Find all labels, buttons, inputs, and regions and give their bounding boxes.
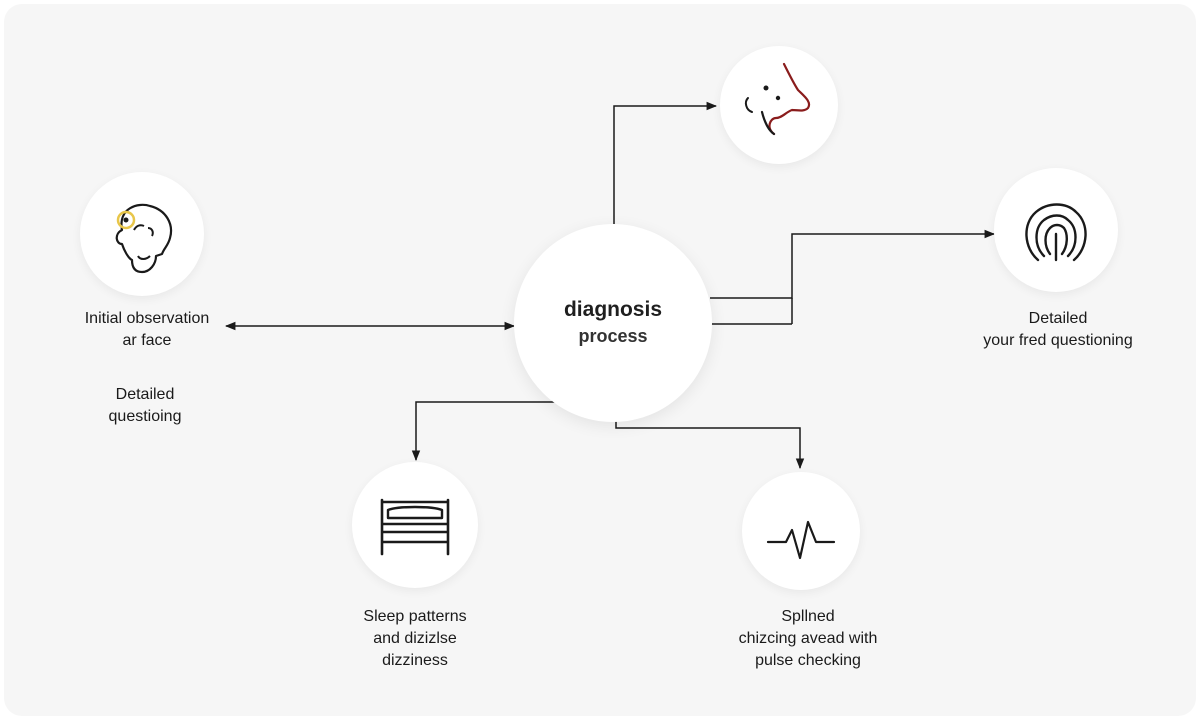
sleep-line1: Sleep patterns	[363, 608, 467, 625]
bed-icon	[380, 498, 450, 556]
left-questioning-line1: Detailed	[115, 386, 175, 403]
pulse-line1: Spllned	[781, 608, 835, 625]
right-questioning-line2: your fred questioning	[983, 332, 1133, 349]
pulse-line2: chizcing avead with	[738, 630, 878, 647]
sound-waves-icon	[1025, 203, 1087, 262]
center-title-line2: process	[578, 326, 648, 346]
face-profile-listening-icon	[744, 62, 811, 136]
center-title-line1: diagnosis	[563, 298, 663, 321]
face-observation-line1: Initial observation	[84, 310, 210, 327]
right-questioning-label: Detailed your fred questioning	[960, 308, 1156, 352]
sound-node	[994, 168, 1118, 292]
sleep-line3: dizziness	[382, 652, 448, 669]
face-with-highlighted-eye-icon	[115, 203, 173, 274]
bed-node	[352, 462, 478, 588]
pulse-node	[742, 472, 860, 590]
pulse-line3: pulse checking	[755, 652, 861, 669]
sleep-label: Sleep patterns and dizizlse dizziness	[330, 606, 500, 672]
profile-node	[720, 46, 838, 164]
pulse-label: Spllned chizcing avead with pulse checki…	[710, 606, 906, 672]
left-questioning-line2: questioing	[108, 408, 182, 425]
left-questioning-label: Detailed questioing	[80, 384, 210, 428]
right-questioning-line1: Detailed	[1028, 310, 1088, 327]
sleep-line2: and dizizlse	[373, 630, 457, 647]
face-node	[80, 172, 204, 296]
face-observation-line2: ar face	[122, 332, 172, 349]
face-observation-label: Initial observation ar face	[62, 308, 232, 352]
diagnosis-process-node: diagnosis process	[514, 224, 712, 422]
pulse-wave-icon	[766, 520, 836, 560]
